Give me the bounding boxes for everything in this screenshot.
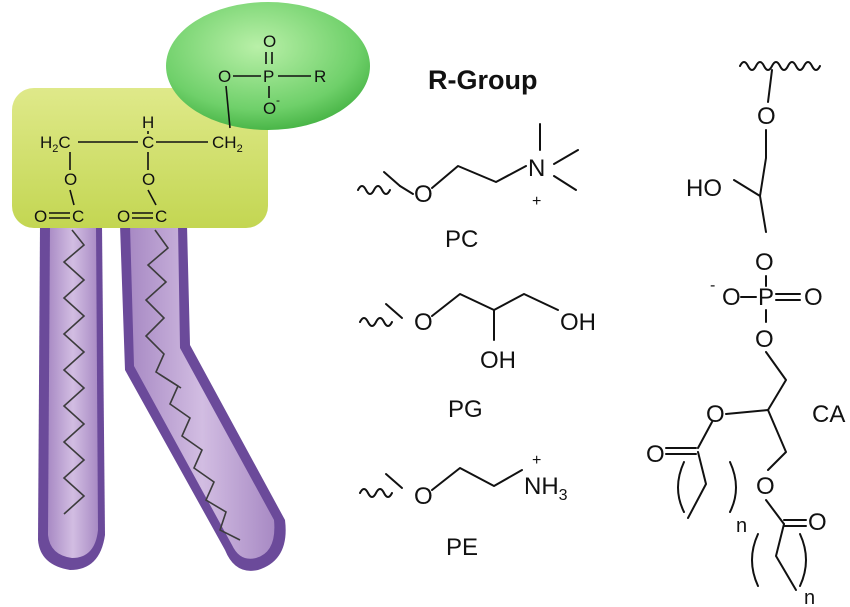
ca-label: CA [812, 401, 845, 428]
rgroup-pe: O NH3 + PE [359, 452, 568, 561]
pc-o: O [414, 181, 433, 208]
phospholipid-cartoon: O P O - O R H2C H C CH2 O O O C O C [12, 2, 370, 571]
cardiolipin-structure: O HO O - O P O O O O n CA O O n [646, 61, 845, 607]
rgroup-pc: O N + PC [357, 123, 579, 253]
ester-left-o: O [64, 170, 77, 189]
ca-o-ester-2: O [756, 473, 775, 500]
tail-left [38, 225, 105, 570]
ca-o-minus: O [722, 284, 741, 311]
backbone-bonds [49, 131, 208, 219]
pc-plus: + [532, 193, 541, 210]
phosphate-o-link: O [218, 67, 231, 86]
backbone-c: C [142, 133, 154, 152]
pg-wavy-bond [359, 317, 393, 327]
pg-label: PG [448, 396, 483, 423]
ca-o-carbonyl-2: O [808, 509, 827, 536]
pc-wavy-bond [357, 185, 391, 195]
backbone-structure: H2C H C CH2 O O O C O C [34, 113, 243, 226]
ca-o-carbonyl-1: O [646, 441, 665, 468]
rgroup-pg: O OH OH PG [359, 293, 596, 423]
phosphate-o-minus: O [263, 99, 276, 118]
pe-label: PE [446, 534, 478, 561]
pe-nh3: NH3 [524, 473, 568, 504]
ca-n-1: n [736, 515, 747, 537]
phosphate-p: P [263, 67, 274, 86]
pe-wavy-bond [359, 488, 393, 498]
pg-oh-terminal: OH [560, 309, 596, 336]
glycerol-region [12, 88, 268, 228]
phosphate-structure: O P O - O R [218, 32, 326, 118]
pe-plus: + [532, 452, 541, 469]
ca-ho: HO [686, 175, 722, 202]
pc-label: PC [445, 226, 478, 253]
phosphate-bonds [225, 52, 311, 129]
ester-right-c: C [155, 207, 167, 226]
ca-o-double: O [804, 284, 823, 311]
tail-right [120, 225, 286, 571]
ester-left-carbonyl-o: O [34, 207, 47, 226]
pg-oh-secondary: OH [480, 347, 516, 374]
phosphate-o-double: O [263, 32, 276, 51]
pe-o: O [414, 483, 433, 510]
ca-o-phosphate-upper: O [755, 249, 774, 276]
backbone-ch2: CH2 [212, 133, 243, 155]
ca-p: P [758, 284, 774, 311]
ca-n-2: n [804, 587, 815, 607]
ester-right-carbonyl-o: O [117, 207, 130, 226]
rgroup-panel: R-Group O N + PC O OH OH PG O [357, 65, 596, 561]
ca-wavy-bond [739, 61, 821, 71]
phosphate-head-region [166, 2, 370, 130]
phosphate-minus: - [276, 93, 280, 107]
ester-left-c: C [72, 207, 84, 226]
backbone-h2c: H2C [40, 133, 71, 155]
ester-right-o: O [142, 170, 155, 189]
ca-o-top: O [757, 103, 776, 130]
ca-o-ester-1: O [706, 401, 725, 428]
pg-o: O [414, 309, 433, 336]
phosphate-r: R [314, 67, 326, 86]
pc-n: N [528, 155, 545, 182]
ca-o-phosphate-lower: O [755, 326, 774, 353]
backbone-h: H [142, 113, 154, 132]
rgroup-heading: R-Group [428, 65, 537, 95]
ca-minus: - [710, 277, 715, 294]
